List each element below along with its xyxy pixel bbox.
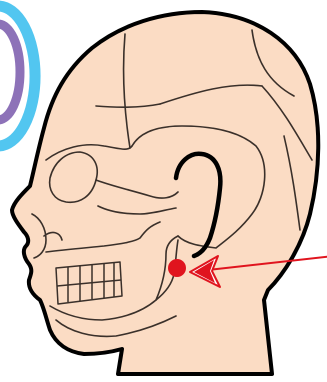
- inner-ring: [0, 24, 20, 120]
- head-silhouette: [12, 12, 318, 374]
- decorative-rings: [0, 6, 35, 146]
- point-marker-icon: [168, 259, 186, 277]
